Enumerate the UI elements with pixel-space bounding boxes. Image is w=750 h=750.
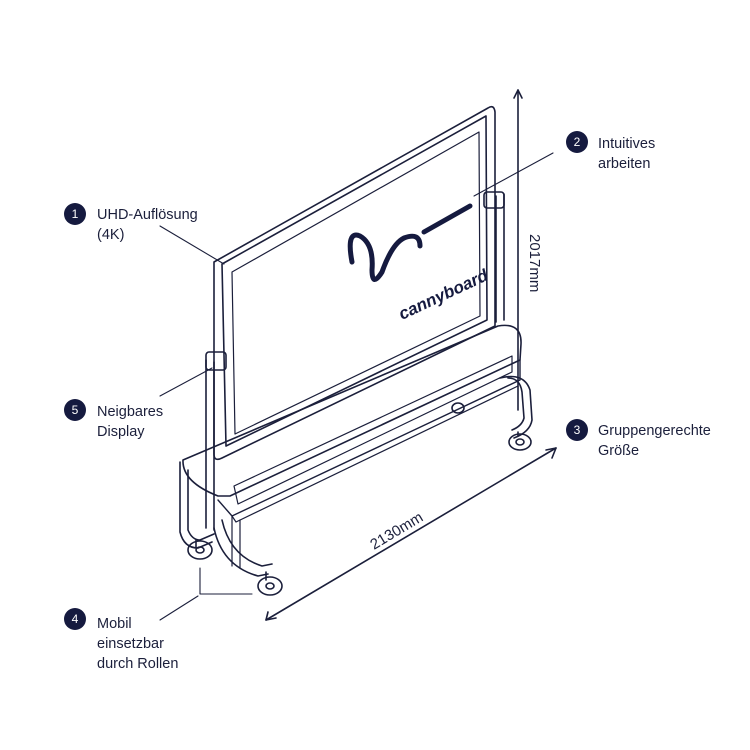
callout-badge-4: 4 (64, 608, 86, 630)
stand-base-left (179, 461, 215, 549)
pivot-joint-left (205, 351, 227, 371)
caster-front-left (187, 539, 213, 560)
leader-line-2 (473, 152, 554, 197)
callout-label-1: UHD-Auflösung (4K) (97, 205, 198, 245)
callout-badge-3: 3 (566, 419, 588, 441)
scribble-drawing (347, 232, 423, 282)
callout-3-line-2: Größe (598, 443, 640, 459)
lower-housing-panel (233, 355, 513, 505)
brand-wordmark: cannyboard (396, 265, 492, 323)
callout-5-line-2: Display (97, 424, 145, 440)
leader-line-5 (159, 367, 213, 397)
callout-label-3: Gruppengerechte Größe (598, 421, 711, 461)
caster-front-right (257, 571, 283, 596)
callout-1-line-2: (4K) (97, 227, 125, 243)
callout-2-line-1: Intuitives (598, 136, 656, 152)
display-screen (231, 131, 481, 435)
callout-badge-1: 1 (64, 203, 86, 225)
height-dimension-label: 2017mm (526, 234, 543, 292)
callout-badge-2: 2 (566, 131, 588, 153)
caster-back-center (451, 402, 465, 414)
callout-4-line-3: durch Rollen (97, 656, 179, 672)
callout-label-2: Intuitives arbeiten (598, 134, 655, 174)
callout-5-line-1: Neigbares (97, 404, 164, 420)
callout-4-line-1: Mobil (97, 616, 132, 632)
callout-1-line-1: UHD-Auflösung (97, 207, 198, 223)
callout-4-line-2: einsetzbar (97, 636, 164, 652)
callout-label-5: Neigbares Display (97, 402, 163, 442)
right-post (495, 193, 505, 323)
stylus-icon (421, 203, 473, 235)
callout-label-4: Mobil einsetzbar durch Rollen (97, 614, 178, 674)
stand-base-right (499, 375, 533, 439)
leader-line-1 (159, 225, 225, 265)
width-dimension-line (265, 447, 557, 621)
pivot-joint-right (483, 191, 505, 209)
callout-2-line-2: arbeiten (598, 156, 651, 172)
leader-line-4 (159, 567, 253, 621)
callout-3-line-1: Gruppengerechte (598, 423, 711, 439)
height-dimension-line (513, 89, 523, 411)
caster-back-right (508, 431, 532, 451)
display-inner-frame (221, 115, 488, 447)
callout-badge-5: 5 (64, 399, 86, 421)
left-post (205, 359, 215, 531)
